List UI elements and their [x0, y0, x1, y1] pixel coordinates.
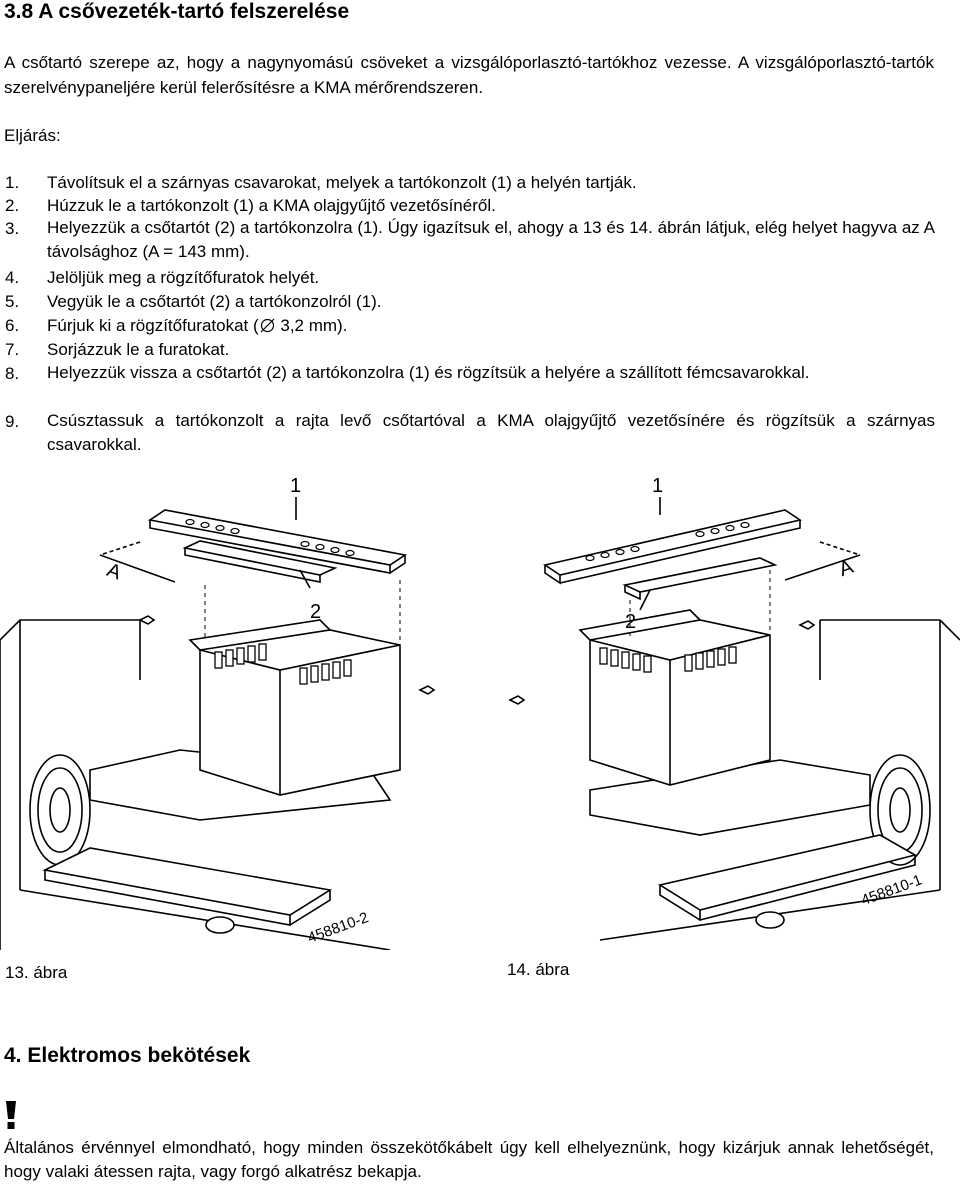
exclamation-icon	[3, 1100, 19, 1130]
step-text-part: Fúrjuk ki a rögzítőfuratokat (	[47, 316, 259, 335]
label-2: 2	[625, 611, 636, 633]
list-item: 2. Húzzuk le a tartókonzolt (1) a KMA ol…	[0, 193, 960, 218]
figures-drawing: 1 2 A 458810-2	[0, 475, 960, 950]
step-text: Jelöljük meg a rögzítőfuratok helyét.	[47, 268, 320, 287]
step-number: 6.	[5, 316, 20, 335]
step-text: Vegyük le a csőtartót (2) a tartókonzolr…	[47, 292, 382, 311]
step-number: 4.	[5, 268, 20, 287]
label-1: 1	[290, 475, 301, 497]
label-A: A	[104, 559, 125, 584]
warning-text: Általános érvénnyel elmondható, hogy min…	[4, 1138, 934, 1181]
step-text: Húzzuk le a tartókonzolt (1) a KMA olajg…	[47, 196, 496, 215]
step-text-part: 3,2 mm).	[275, 316, 348, 335]
figure-13	[0, 497, 436, 950]
figure-13-caption: 13. ábra	[5, 963, 68, 982]
list-item: 5. Vegyük le a csőtartót (2) a tartókonz…	[0, 289, 960, 314]
step-number: 7.	[5, 340, 20, 359]
list-item: 4. Jelöljük meg a rögzítőfuratok helyét.	[0, 265, 960, 290]
diameter-icon	[260, 318, 275, 333]
step-number: 8.	[5, 364, 20, 383]
label-2: 2	[310, 601, 321, 623]
figure-14	[508, 497, 960, 941]
step-text: Csúsztassuk a tartókonzolt a rajta levő …	[47, 411, 935, 454]
label-A: A	[836, 556, 857, 581]
step-number: 1.	[5, 173, 20, 192]
step-number: 2.	[5, 196, 20, 215]
list-item: 6. Fúrjuk ki a rögzítőfuratokat ( 3,2 mm…	[0, 313, 960, 338]
section-heading: 3.8 A csővezeték-tartó felszerelése	[4, 0, 350, 23]
list-item: 1. Távolítsuk el a szárnyas csavarokat, …	[0, 170, 960, 195]
intro-paragraph: A csőtartó szerepe az, hogy a nagynyomás…	[4, 53, 934, 97]
list-item: 7. Sorjázzuk le a furatokat.	[0, 337, 960, 362]
step-text: Távolítsuk el a szárnyas csavarokat, mel…	[47, 173, 637, 192]
step-text: Sorjázzuk le a furatokat.	[47, 340, 230, 359]
step-number: 3.	[5, 219, 20, 238]
step-text: Fúrjuk ki a rögzítőfuratokat ( 3,2 mm).	[47, 313, 935, 338]
list-item: 3. Helyezzük a csőtartót (2) a tartókonz…	[0, 216, 960, 266]
procedure-label: Eljárás:	[4, 126, 61, 145]
step-number: 5.	[5, 292, 20, 311]
step-text: Helyezzük vissza a csőtartót (2) a tartó…	[47, 363, 810, 382]
step-text: Helyezzük a csőtartót (2) a tartókonzolr…	[47, 218, 935, 261]
step-number: 9.	[5, 412, 20, 431]
list-item: 9. Csúsztassuk a tartókonzolt a rajta le…	[0, 409, 960, 459]
section2-heading: 4. Elektromos bekötések	[4, 1044, 251, 1067]
figure-14-caption: 14. ábra	[507, 960, 570, 979]
label-1: 1	[652, 475, 663, 497]
list-item: 8. Helyezzük vissza a csőtartót (2) a ta…	[0, 361, 960, 411]
